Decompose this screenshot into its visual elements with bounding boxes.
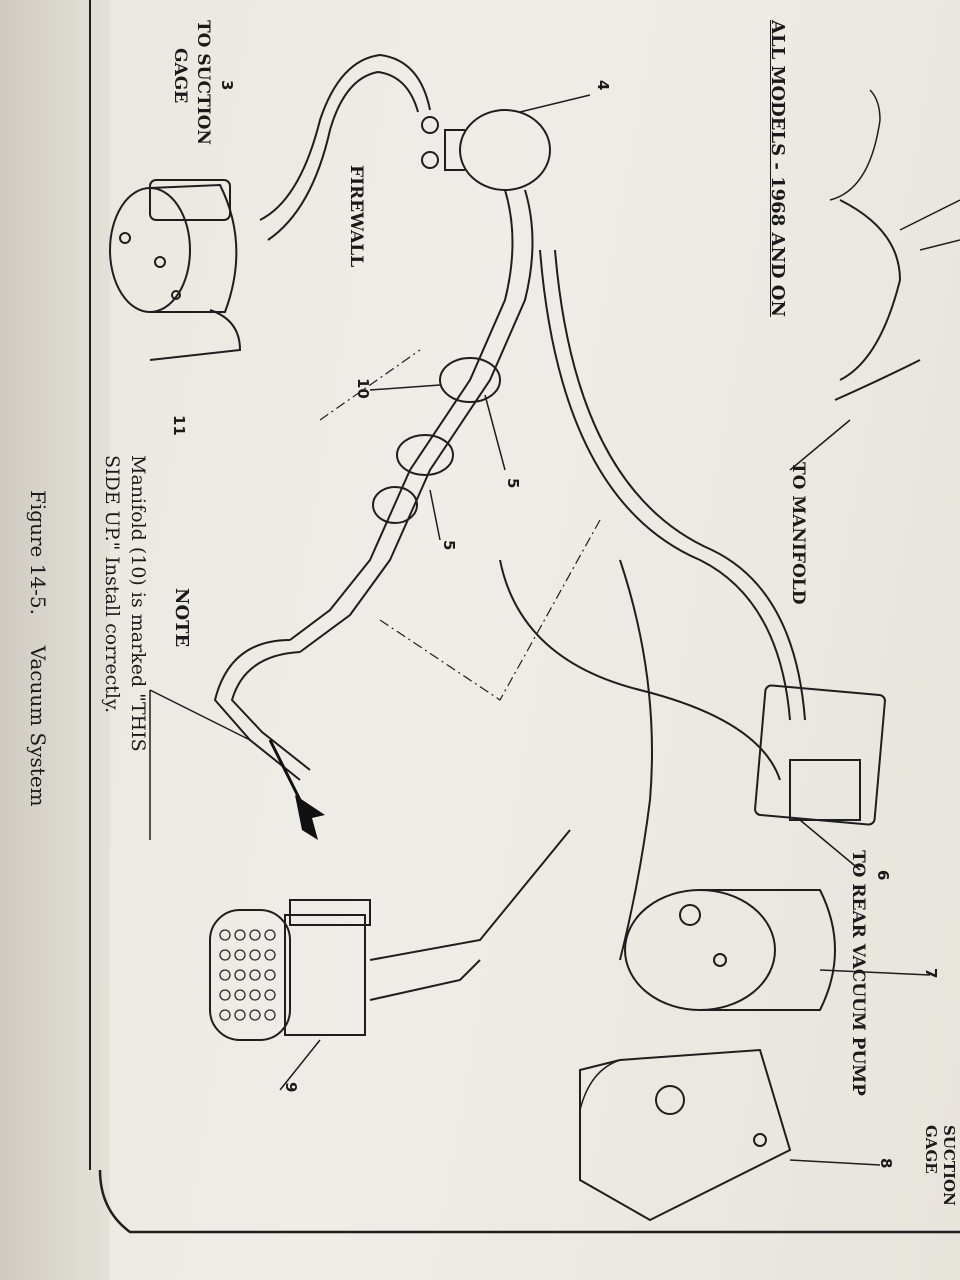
label-to-rear-vacuum-pump: TO REAR VACUUM PUMP — [848, 850, 868, 1096]
callout-7-text: 7 — [922, 968, 940, 979]
label-to-manifold: TO MANIFOLD — [788, 462, 808, 604]
label-to-suction-gage-2: GAGE — [170, 48, 190, 103]
pump-7 — [624, 889, 931, 1011]
heading-text: ALL MODELS - 1968 AND ON — [767, 20, 788, 317]
callout-4-text: 4 — [594, 80, 612, 91]
label-suction-gage-right-line1: SUCTION — [940, 1125, 958, 1206]
figure-title: Vacuum System — [26, 645, 50, 807]
callout-7: 7 — [922, 968, 940, 978]
callout-5a: 5 — [504, 478, 522, 488]
label-to-manifold-text: TO MANIFOLD — [788, 462, 808, 605]
pump-8 — [579, 1048, 881, 1222]
callout-8-text: 8 — [877, 1158, 895, 1169]
hose-cross-2 — [499, 559, 781, 781]
label-to-suction-gage-line1: TO SUCTION — [193, 20, 213, 145]
page-border — [98, 1169, 960, 1234]
label-to-suction-gage: TO SUCTION — [193, 20, 213, 145]
binding-gutter — [0, 0, 110, 1280]
label-to-suction-gage-line2: GAGE — [170, 48, 190, 104]
callout-8: 8 — [877, 1158, 895, 1168]
callout-10: 10 — [354, 378, 372, 399]
callout-9-text: 9 — [282, 1082, 300, 1093]
hose-filter-out — [369, 829, 571, 961]
note-line-1: Manifold (10) is marked "THIS — [126, 455, 150, 752]
air-filter-9 — [209, 899, 371, 1091]
hose-to-firewall — [259, 53, 431, 221]
note-line-2: SIDE UP." Install correctly. — [100, 455, 124, 713]
hose-cross-3 — [619, 559, 653, 961]
vacuum-pump-3 — [109, 179, 242, 361]
label-to-rear-vacuum-pump-text: TO REAR VACUUM PUMP — [848, 850, 868, 1096]
label-suction-gage-right-1: SUCTION — [940, 1125, 958, 1206]
label-suction-gage-right-2: GAGE — [922, 1125, 940, 1174]
label-firewall-text: FIREWALL — [346, 165, 366, 268]
filter-5b — [372, 486, 418, 524]
heading-all-models: ALL MODELS - 1968 AND ON — [767, 20, 788, 317]
callout-3-text: 3 — [218, 80, 236, 91]
manifold-10 — [369, 357, 501, 403]
callout-5b-text: 5 — [440, 540, 458, 551]
main-vacuum-line — [289, 189, 514, 641]
callout-6: 6 — [874, 870, 892, 880]
note-title: NOTE — [171, 588, 192, 647]
callout-6-text: 6 — [874, 870, 892, 881]
callout-4: 4 — [594, 80, 612, 90]
callout-5a-text: 5 — [504, 478, 522, 489]
hose-rear-pump — [213, 639, 301, 781]
hose-suction-gage — [839, 199, 902, 381]
filter-5a — [396, 434, 454, 476]
callout-10-text: 10 — [354, 378, 372, 399]
callout-11: 11 — [170, 415, 188, 436]
figure-number: Figure 14-5. — [26, 490, 50, 615]
figure-caption: Figure 14-5. Vacuum System — [26, 490, 50, 807]
hose-cross-1 — [539, 249, 791, 721]
filter-6 — [754, 684, 886, 871]
callout-5b: 5 — [440, 540, 458, 550]
callout-9: 9 — [282, 1082, 300, 1092]
regulator-4 — [421, 94, 591, 191]
note-line-1-text: Manifold (10) is marked "THIS — [127, 455, 149, 752]
label-suction-gage-right-line2: GAGE — [922, 1125, 940, 1174]
label-firewall: FIREWALL — [346, 165, 366, 267]
note-title-text: NOTE — [171, 588, 192, 648]
callout-3: 3 — [218, 80, 236, 90]
phantom-outline — [319, 349, 601, 701]
note-line-2-text: SIDE UP." Install correctly. — [101, 455, 123, 714]
callout-11-text: 11 — [170, 415, 188, 436]
